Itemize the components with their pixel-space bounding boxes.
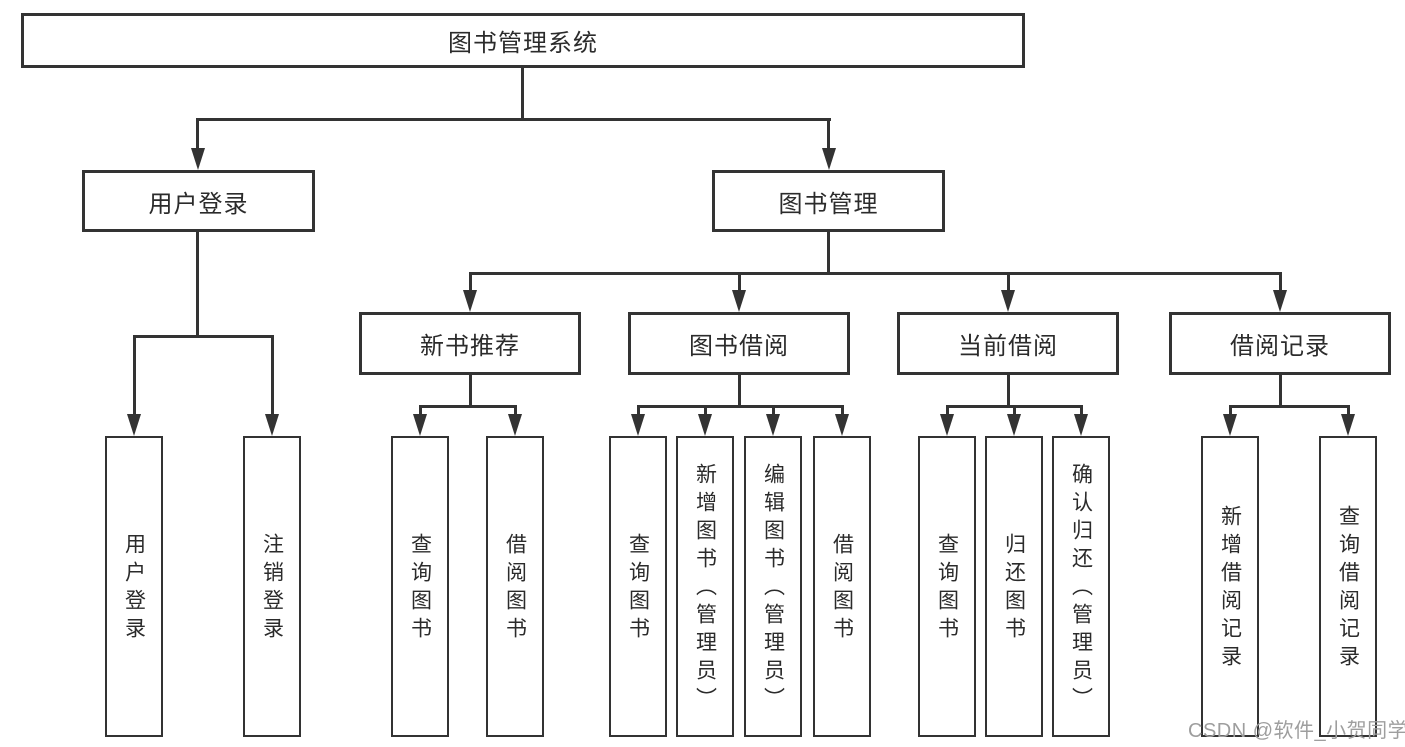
arrowhead-recommend (463, 290, 477, 312)
connector-recommend-rail (418, 405, 517, 408)
leaf-borrow-query-books: 查询图书 (609, 436, 667, 737)
connector-borrow-leaf4-shaft (840, 405, 844, 414)
connector-current-stem (1006, 375, 1010, 405)
leaf-borrow-borrow-books: 借阅图书 (813, 436, 871, 737)
arrowhead-current-leaf3 (1074, 414, 1088, 436)
leaf-current-return-books: 归还图书 (985, 436, 1043, 737)
arrowhead-records (1273, 290, 1287, 312)
arrowhead-recommend-leaf2 (508, 414, 522, 436)
leaf-current-confirm-return-admin: 确认归还（管理员） (1052, 436, 1110, 737)
connector-leaf-logout-shaft (270, 335, 274, 414)
connector-root-stem (521, 68, 524, 118)
connector-borrow-leaf3-shaft (771, 405, 775, 414)
node-new-book-recommend: 新书推荐 (359, 312, 581, 375)
connector-recommend-leaf2-shaft (513, 405, 517, 414)
connector-recommend-shaft (468, 272, 472, 290)
connector-current-leaf3-shaft (1079, 405, 1083, 414)
connector-records-leaf2-shaft (1346, 405, 1350, 414)
connector-records-leaf1-shaft (1228, 405, 1232, 414)
arrowhead-borrow-leaf4 (835, 414, 849, 436)
arrowhead-current (1001, 290, 1015, 312)
arrowhead-borrow-leaf1 (631, 414, 645, 436)
arrowhead-records-leaf2 (1341, 414, 1355, 436)
arrowhead-borrow-leaf2 (698, 414, 712, 436)
connector-records-rail (1228, 405, 1350, 408)
arrowhead-leaf-logout (265, 414, 279, 436)
node-book-management: 图书管理 (712, 170, 945, 232)
leaf-records-query-borrow-record: 查询借阅记录 (1319, 436, 1377, 737)
connector-borrow-shaft (737, 272, 741, 290)
leaf-borrow-add-books-admin: 新增图书（管理员） (676, 436, 734, 737)
connector-borrow-stem (737, 375, 741, 405)
connector-user-login-shaft (196, 118, 199, 148)
arrowhead-borrow (732, 290, 746, 312)
leaf-recommend-borrow-books: 借阅图书 (486, 436, 544, 737)
connector-book-management-shaft (827, 118, 830, 148)
connector-book-management-stem (827, 232, 830, 272)
connector-current-leaf1-shaft (945, 405, 949, 414)
arrowhead-user-login (190, 148, 205, 170)
leaf-current-query-books: 查询图书 (918, 436, 976, 737)
node-user-login: 用户登录 (82, 170, 315, 232)
leaf-user-login: 用户登录 (105, 436, 163, 737)
leaf-records-add-borrow-record: 新增借阅记录 (1201, 436, 1259, 737)
leaf-recommend-query-books: 查询图书 (391, 436, 449, 737)
arrowhead-records-leaf1 (1223, 414, 1237, 436)
connector-recommend-stem (468, 375, 472, 405)
connector-current-leaf2-shaft (1012, 405, 1016, 414)
leaf-logout: 注销登录 (243, 436, 301, 737)
connector-user-login-rail (132, 335, 274, 338)
node-current-borrow: 当前借阅 (897, 312, 1119, 375)
arrowhead-current-leaf1 (940, 414, 954, 436)
connector-records-stem (1278, 375, 1282, 405)
connector-borrow-leaf1-shaft (636, 405, 640, 414)
connector-borrow-rail (636, 405, 844, 408)
node-borrow-records: 借阅记录 (1169, 312, 1391, 375)
connector-level2-rail (196, 118, 831, 121)
watermark: CSDN @软件_小贺同学 (1188, 720, 1405, 742)
arrowhead-recommend-leaf1 (413, 414, 427, 436)
arrowhead-book-management (821, 148, 836, 170)
connector-borrow-leaf2-shaft (703, 405, 707, 414)
connector-current-shaft (1006, 272, 1010, 290)
connector-user-login-stem (196, 232, 199, 335)
arrowhead-current-leaf2 (1007, 414, 1021, 436)
arrowhead-leaf-user-login (127, 414, 141, 436)
connector-recommend-leaf1-shaft (418, 405, 422, 414)
connector-level3-rail (468, 272, 1282, 275)
connector-leaf-user-login-shaft (132, 335, 136, 414)
arrowhead-borrow-leaf3 (766, 414, 780, 436)
connector-records-shaft (1278, 272, 1282, 290)
node-library-management-system: 图书管理系统 (21, 13, 1025, 68)
node-book-borrow: 图书借阅 (628, 312, 850, 375)
leaf-borrow-edit-books-admin: 编辑图书（管理员） (744, 436, 802, 737)
